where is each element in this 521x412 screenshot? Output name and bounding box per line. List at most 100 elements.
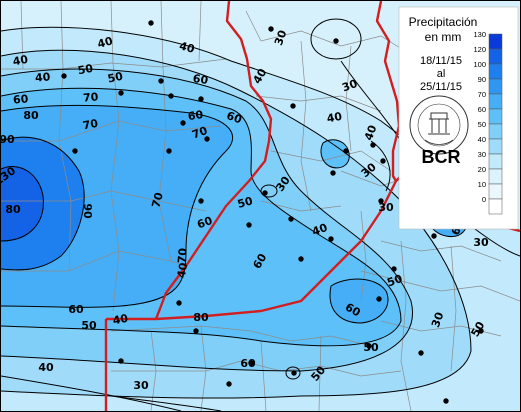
- station-dot: [193, 328, 199, 334]
- contour-label: 40: [35, 70, 52, 84]
- legend-swatch-label: 90: [478, 75, 486, 84]
- legend-swatch-label: 50: [478, 120, 486, 129]
- contour-label: 30: [272, 28, 290, 47]
- contour-label: 90: [1, 133, 15, 146]
- contour-label: 70: [190, 124, 209, 142]
- legend-title: Precipitación: [409, 15, 478, 29]
- contour-label: 50: [77, 62, 95, 78]
- contour-label: 50: [81, 319, 97, 332]
- contour-label: 60: [187, 108, 204, 123]
- contour-label: 60: [13, 92, 30, 106]
- legend-swatch: [488, 123, 503, 140]
- contour-label: 70: [149, 191, 166, 209]
- station-dot: [380, 158, 386, 164]
- legend-swatch-label: 10: [478, 180, 486, 189]
- legend-swatch-label: 100: [473, 60, 486, 69]
- station-dot: [226, 381, 232, 387]
- contour-label: 30: [473, 236, 489, 249]
- station-dot: [366, 343, 372, 349]
- station-dot: [330, 170, 336, 176]
- contour-label: 80: [193, 311, 209, 324]
- station-dot: [443, 398, 449, 404]
- contour-label: 90: [81, 203, 94, 219]
- station-dot: [378, 198, 384, 204]
- station-dot: [478, 328, 484, 334]
- legend-swatch-label: 130: [473, 30, 486, 39]
- station-dot: [290, 103, 296, 109]
- weather-stations: [61, 20, 484, 404]
- legend-swatch: [488, 138, 503, 155]
- station-dot: [204, 136, 210, 142]
- contour-label: 40: [178, 39, 196, 56]
- legend-date-sep: al: [437, 68, 446, 80]
- legend-swatch: [488, 168, 503, 185]
- station-dot: [376, 296, 382, 302]
- legend-swatch: [488, 198, 503, 215]
- contour-label: 80: [23, 109, 39, 122]
- station-dot: [333, 38, 339, 44]
- station-dot: [262, 190, 268, 196]
- station-dot: [148, 20, 154, 26]
- contour-label: 60: [192, 72, 209, 87]
- station-dot: [246, 222, 252, 228]
- legend-swatch-label: 0: [482, 195, 486, 204]
- contour-label: 60: [195, 214, 214, 232]
- bcr-logo-text: BCR: [422, 147, 461, 167]
- contour-label: 40: [326, 110, 344, 126]
- station-dot: [288, 216, 294, 222]
- legend-swatch-label: 70: [478, 90, 486, 99]
- station-dot: [180, 120, 186, 126]
- legend-swatch: [488, 93, 503, 110]
- legend-swatch: [488, 63, 503, 80]
- station-dot: [328, 236, 334, 242]
- contour-label: 50: [236, 194, 254, 211]
- station-dot: [391, 266, 397, 272]
- station-dot: [291, 370, 297, 376]
- legend-date-to: 25/11/15: [420, 81, 462, 93]
- contour-label: 60: [240, 357, 256, 370]
- legend-swatch: [488, 33, 503, 50]
- station-dot: [118, 90, 124, 96]
- contour-label: 70: [175, 247, 189, 264]
- legend-swatch-label: 60: [478, 105, 486, 114]
- contour-label: 60: [68, 303, 84, 316]
- station-dot: [198, 96, 204, 102]
- legend-swatch-label: 40: [478, 135, 486, 144]
- legend-date-from: 18/11/15: [420, 55, 462, 67]
- station-dot: [118, 358, 124, 364]
- legend-subtitle: en mm: [425, 30, 462, 44]
- contour-label: 70: [82, 117, 100, 133]
- contour-label: 30: [378, 201, 394, 214]
- legend-swatch-label: 20: [478, 165, 486, 174]
- legend-swatch: [488, 183, 503, 200]
- contour-label: 50: [106, 70, 124, 86]
- legend-swatch: [488, 48, 503, 65]
- station-dot: [61, 73, 67, 79]
- contour-label: 40: [175, 261, 191, 279]
- station-dot: [248, 360, 254, 366]
- contour-label: 40: [310, 221, 329, 239]
- contour-label: 40: [38, 361, 54, 374]
- station-dot: [168, 93, 174, 99]
- station-dot: [431, 233, 437, 239]
- contour-label: 30: [429, 310, 447, 329]
- contour-label: 30: [133, 379, 149, 392]
- contour-label: 80: [5, 203, 21, 216]
- contour-label: 60: [225, 109, 244, 127]
- contour-label: 50: [363, 341, 379, 354]
- station-dot: [198, 198, 204, 204]
- contour-label: 70: [83, 90, 100, 104]
- station-dot: [370, 142, 376, 148]
- contour-label: 40: [362, 123, 380, 142]
- bcr-seal-icon: [409, 95, 469, 155]
- contour-label: 40: [112, 312, 130, 328]
- legend-swatch-label: 120: [473, 45, 486, 54]
- isohyet-lines: [1, 18, 520, 411]
- precipitation-legend: Precipitación en mm 18/11/15 al 25/11/15…: [398, 6, 519, 230]
- legend-swatch-label: 30: [478, 150, 486, 159]
- station-dot: [343, 148, 349, 154]
- station-dot: [176, 300, 182, 306]
